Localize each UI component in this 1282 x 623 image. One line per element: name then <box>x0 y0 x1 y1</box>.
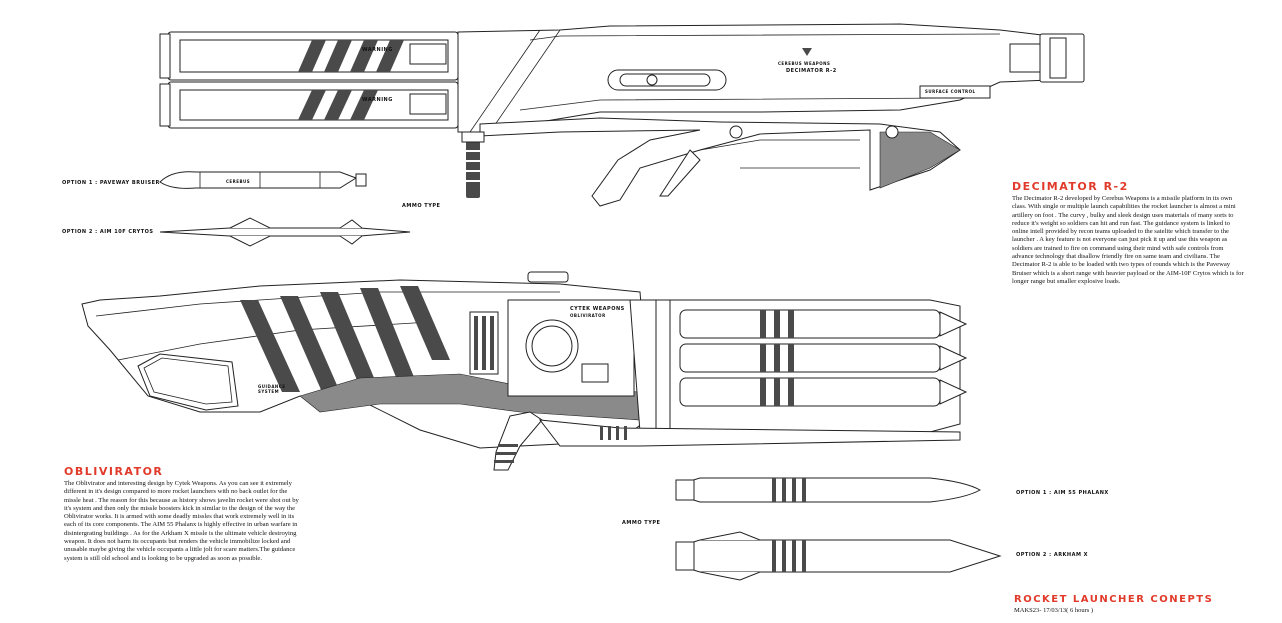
decimator-option1-label: OPTION 1 : PAVEWAY BRUISER <box>62 180 160 186</box>
warning-decal-bottom: WARNING <box>362 97 393 103</box>
decimator-option2-label: OPTION 2 : AIM 10F CRYTOS <box>62 229 154 235</box>
oblivirator-model-decal: OBLIVIRATOR <box>570 313 606 318</box>
guidance-system-decal: GUIDANCE SYSTEM <box>258 384 286 394</box>
decimator-description: The Decimator R-2 developed by Cerebus W… <box>1012 195 1244 285</box>
oblivirator-ammo-type-label: AMMO TYPE <box>622 520 661 526</box>
paveway-bruiser-missile-drawing <box>159 171 367 189</box>
artist-credit: MAKS23- 17/03/13( 6 hours ) <box>1014 607 1094 614</box>
aim-55-phalanx-missile-drawing <box>675 477 982 503</box>
decimator-ammo-type-label: AMMO TYPE <box>402 203 441 209</box>
aim-10f-crytos-missile-drawing <box>159 217 411 247</box>
warning-decal-top: WARNING <box>362 47 393 53</box>
oblivirator-option1-label: OPTION 1 : AIM 55 PHALANX <box>1016 490 1109 496</box>
oblivirator-description: The Oblivirator and interesting design b… <box>64 480 299 562</box>
oblivirator-option2-label: OPTION 2 : ARKHAM X <box>1016 552 1089 558</box>
decimator-title: Decimator R-2 <box>1012 180 1129 193</box>
arkham-x-missile-drawing <box>675 531 1002 581</box>
oblivirator-title: Oblivirator <box>64 465 164 478</box>
oblivirator-weapon-drawing <box>81 271 968 471</box>
missile-decal: CEREBUS <box>226 179 251 184</box>
decimator-brand-decal: CEREBUS WEAPONS <box>778 61 831 66</box>
oblivirator-brand-decal: CYTEK WEAPONS <box>570 306 625 312</box>
decimator-grip-decal: SURFACE CONTROL <box>925 89 976 94</box>
decimator-weapon-drawing <box>159 23 1085 207</box>
decimator-model-decal: DECIMATOR R-2 <box>786 68 837 74</box>
sheet-title: Rocket Launcher Conepts <box>1014 594 1214 605</box>
